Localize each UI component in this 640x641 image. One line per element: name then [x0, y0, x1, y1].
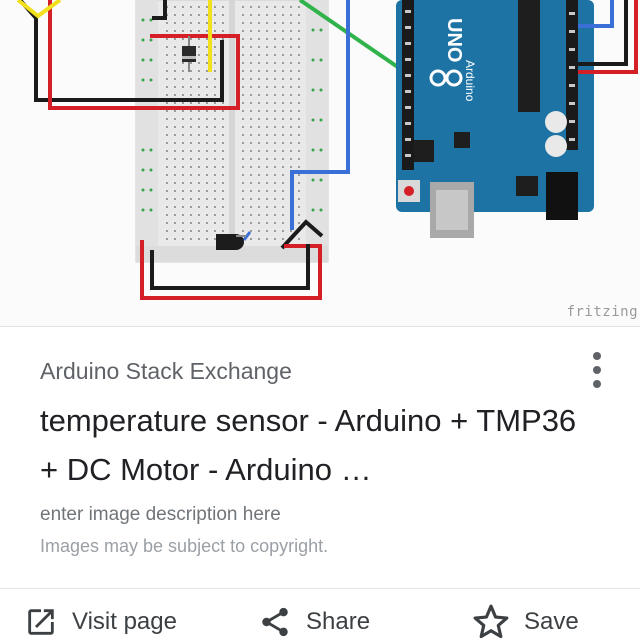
fritzing-watermark: fritzing: [566, 304, 638, 320]
image-description: enter image description here: [40, 504, 281, 525]
save-label: Save: [524, 608, 579, 635]
share-button[interactable]: Share: [258, 604, 370, 640]
visit-page-label: Visit page: [72, 608, 177, 635]
source-site[interactable]: Arduino Stack Exchange: [40, 358, 292, 384]
share-icon: [262, 607, 288, 637]
copyright-notice: Images may be subject to copyright.: [40, 536, 329, 556]
svg-text:Arduino: Arduino: [463, 60, 477, 102]
star-icon: [473, 604, 509, 639]
save-button[interactable]: Save: [472, 604, 579, 640]
open-in-new-icon: [28, 609, 54, 635]
result-card: [0, 327, 640, 640]
divider: [0, 588, 640, 589]
circuit-diagram-image: UNO Arduino: [16, 0, 638, 300]
visit-page-button[interactable]: Visit page: [24, 604, 177, 640]
more-vertical-icon[interactable]: [585, 350, 609, 392]
share-label: Share: [306, 608, 371, 635]
image-preview[interactable]: UNO Arduino fritzing: [0, 0, 640, 327]
result-title[interactable]: temperature sensor - Arduino + TMP36 + D…: [40, 403, 577, 487]
uno-label: UNO: [443, 18, 465, 62]
